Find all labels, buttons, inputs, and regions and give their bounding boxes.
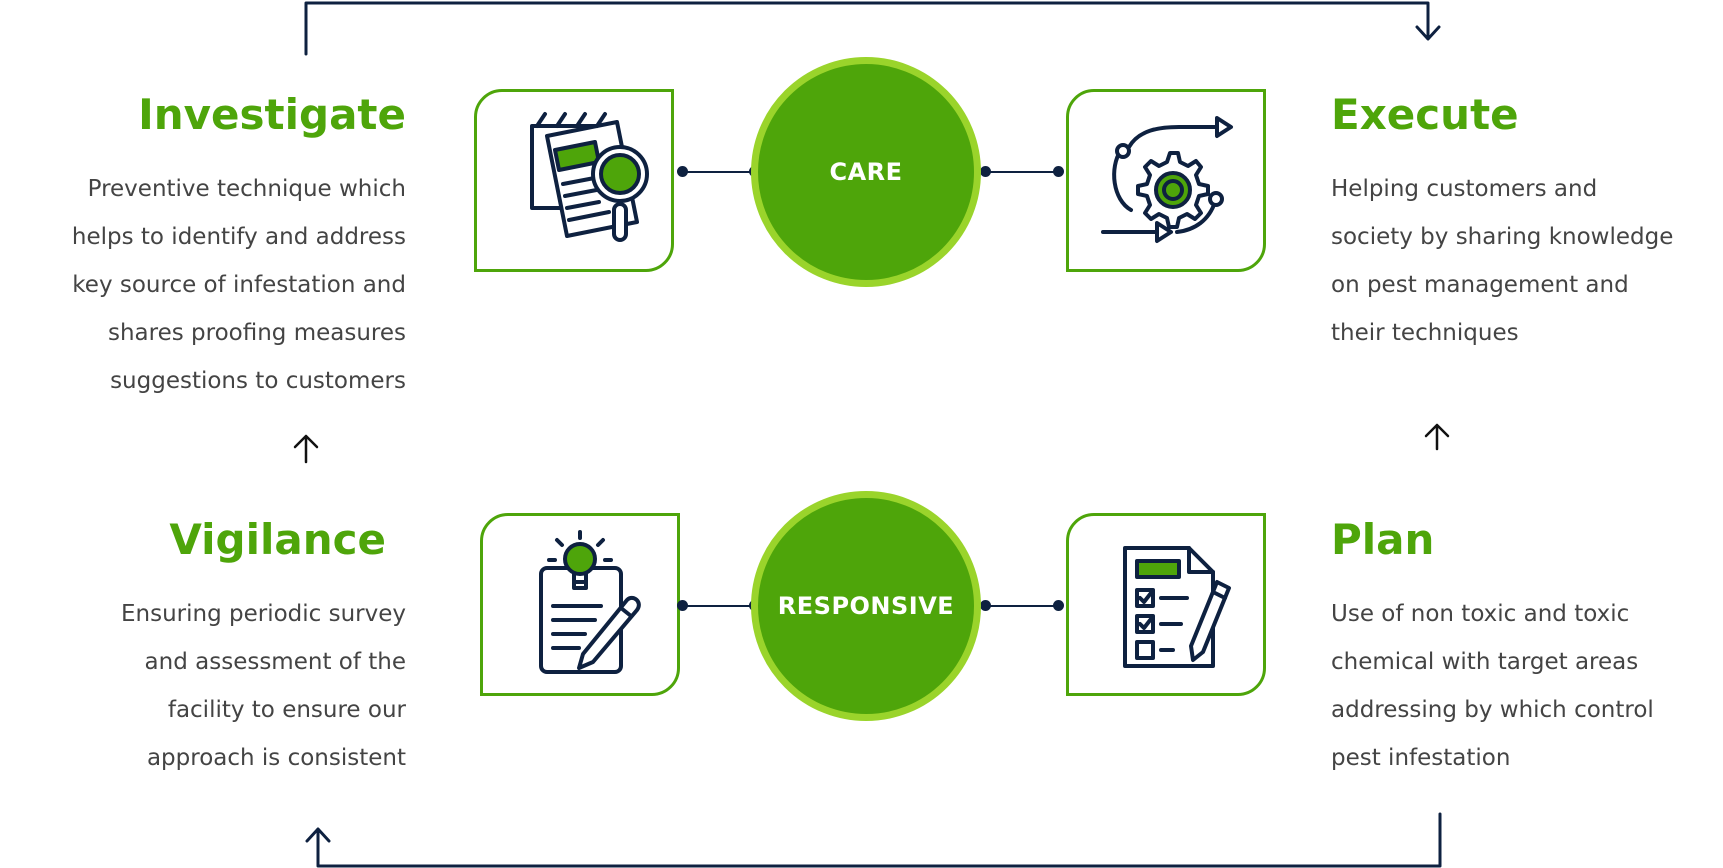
desc-line: pest infestation [1331,745,1511,771]
desc-line: society by sharing knowledge [1331,224,1674,250]
vigilance-card [480,513,680,696]
vigilance-description: Ensuring periodic survey and assessment … [6,590,406,782]
up-arrow-left [293,434,319,464]
investigate-description: Preventive technique which helps to iden… [6,165,406,405]
investigate-title: Investigate [138,90,406,139]
bottom-loop-line [316,812,1442,868]
execute-card [1066,89,1266,272]
care-label: CARE [829,158,903,186]
desc-line: suggestions to customers [110,368,406,394]
connector-dot [677,166,688,177]
top-loop-arrowhead [1415,25,1441,41]
plan-description: Use of non toxic and toxic chemical with… [1331,590,1711,782]
plan-card [1066,513,1266,696]
connector-dot [1053,600,1064,611]
responsive-circle: RESPONSIVE [751,491,981,721]
execute-description: Helping customers and society by sharing… [1331,165,1711,357]
connector-dot [980,600,991,611]
connector-dot [1053,166,1064,177]
connector-dot [677,600,688,611]
top-loop-line [304,1,1430,56]
execute-title: Execute [1331,90,1519,139]
connector-dot [980,166,991,177]
connector-line [683,605,755,607]
desc-line: on pest management and [1331,272,1629,298]
connector-line [985,171,1059,173]
bottom-loop-arrowhead [305,827,331,843]
desc-line: addressing by which control [1331,697,1654,723]
desc-line: and assessment of the [144,649,406,675]
investigate-card [474,89,674,272]
desc-line: Preventive technique which [87,176,406,202]
desc-line: approach is consistent [146,745,406,771]
desc-line: chemical with target areas [1331,649,1639,675]
gear-cycle-icon [1101,116,1233,243]
desc-line: their techniques [1331,320,1519,346]
desc-line: facility to ensure our [167,697,406,723]
desc-line: Ensuring periodic survey [120,601,406,627]
connector-line [985,605,1059,607]
connector-line [683,171,755,173]
checklist-pencil-icon [1123,546,1231,668]
up-arrow-right [1424,423,1450,451]
care-circle: CARE [751,57,981,287]
desc-line: Helping customers and [1331,176,1598,202]
desc-line: Use of non toxic and toxic [1331,601,1630,627]
vigilance-title: Vigilance [169,515,386,564]
desc-line: helps to identify and address [71,224,406,250]
responsive-label: RESPONSIVE [777,592,955,620]
desc-line: key source of infestation and [72,272,406,298]
desc-line: shares proofing measures [107,320,406,346]
idea-notepad-icon [539,530,641,674]
plan-title: Plan [1331,515,1435,564]
document-magnifier-icon [530,112,649,242]
